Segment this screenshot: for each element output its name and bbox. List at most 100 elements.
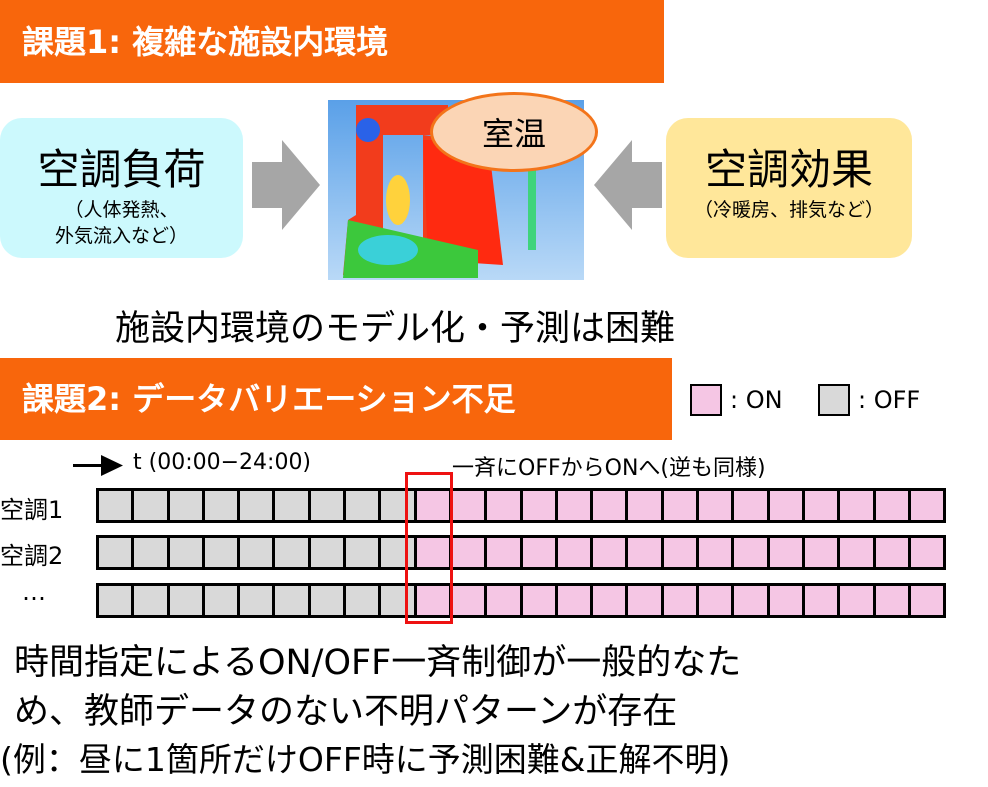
slot-off: [134, 538, 167, 567]
ac-load-sub2: 外気流入など）: [54, 225, 188, 247]
slot-on: [487, 538, 520, 567]
slot-off: [99, 538, 132, 567]
slot-on: [628, 586, 661, 615]
slot-on: [769, 586, 802, 615]
slot-on: [663, 491, 697, 520]
legend-on-swatch: [690, 384, 722, 416]
slot-on: [734, 538, 767, 567]
ac-effect-box: 空調効果 （冷暖房、排気など）: [666, 118, 912, 258]
slot-on: [910, 491, 944, 520]
slot-off: [240, 538, 273, 567]
slot-off: [240, 586, 273, 615]
slot-on: [804, 491, 838, 520]
slot-on: [416, 538, 449, 567]
schedule-row-ac2: [96, 535, 946, 570]
slot-off: [275, 538, 308, 567]
slot-on: [416, 586, 449, 615]
slot-off: [99, 586, 132, 615]
time-axis-label: t (00:00−24:00): [133, 450, 312, 475]
issue1-header: 課題1: 複雑な施設内環境: [0, 0, 664, 83]
slot-on: [910, 586, 944, 615]
conclusion-line1: 時間指定によるON/OFF一斉制御が一般的なた: [14, 643, 742, 683]
ac-load-sub1: （人体発熱、: [64, 199, 179, 221]
slot-on: [699, 586, 732, 615]
slot-off: [169, 538, 202, 567]
slot-off: [275, 491, 308, 520]
issue2-header: 課題2: データバリエーション不足: [0, 358, 672, 440]
switch-moment-highlight: [405, 472, 453, 624]
slot-on: [522, 491, 555, 520]
slot-on: [451, 538, 485, 567]
slot-off: [204, 491, 238, 520]
slot-on: [557, 491, 591, 520]
slot-off: [381, 538, 414, 567]
arrow-left-icon: [594, 140, 662, 230]
slot-on: [487, 586, 520, 615]
slot-on: [840, 491, 873, 520]
time-arrow-icon: [73, 455, 123, 476]
slot-on: [769, 491, 802, 520]
slot-on: [628, 538, 661, 567]
ac-load-title: 空調負荷: [37, 145, 206, 194]
slot-on: [840, 538, 873, 567]
slot-on: [557, 538, 591, 567]
slot-on: [663, 538, 697, 567]
slot-off: [275, 586, 308, 615]
slot-on: [699, 538, 732, 567]
slot-on: [734, 586, 767, 615]
room-temp-callout: 室温: [430, 92, 598, 172]
slot-on: [628, 491, 661, 520]
slot-on: [910, 538, 944, 567]
slot-on: [451, 491, 485, 520]
row-label-ac2: 空調2: [0, 542, 64, 570]
slot-on: [416, 491, 449, 520]
conclusion-line2: め、教師データのない不明パターンが存在: [14, 692, 678, 732]
legend-off-swatch: [818, 384, 850, 416]
ac-load-box: 空調負荷 （人体発熱、 外気流入など）: [0, 118, 243, 258]
arrow-right-icon: [252, 140, 320, 230]
slot-on: [451, 586, 485, 615]
row-label-ac1: 空調1: [0, 496, 64, 524]
slot-off: [346, 538, 379, 567]
slot-on: [769, 538, 802, 567]
slot-on: [875, 538, 908, 567]
schedule-row-ac1: [96, 488, 946, 523]
slot-off: [99, 491, 132, 520]
slot-on: [699, 491, 732, 520]
slot-off: [346, 586, 379, 615]
slot-off: [346, 491, 379, 520]
statement-modeling-difficult: 施設内環境のモデル化・予測は困難: [115, 309, 676, 349]
slot-on: [487, 491, 520, 520]
simultaneous-switch-note: 一斉にOFFからONへ(逆も同様): [452, 456, 766, 481]
slot-on: [593, 538, 626, 567]
slot-on: [557, 586, 591, 615]
slot-off: [134, 586, 167, 615]
row-label-more: …: [22, 578, 46, 606]
slot-on: [840, 586, 873, 615]
slot-on: [593, 491, 626, 520]
legend-on-label: : ON: [730, 386, 783, 414]
schedule-row-more: [96, 583, 946, 618]
slot-off: [381, 491, 414, 520]
slot-on: [875, 586, 908, 615]
slot-off: [204, 538, 238, 567]
slot-on: [663, 586, 697, 615]
slot-on: [804, 538, 838, 567]
ac-effect-title: 空調効果: [704, 145, 873, 194]
slot-on: [734, 491, 767, 520]
slot-off: [134, 491, 167, 520]
slot-off: [310, 586, 344, 615]
slot-off: [204, 586, 238, 615]
slot-off: [381, 586, 414, 615]
slot-on: [875, 491, 908, 520]
legend-off-label: : OFF: [858, 386, 921, 414]
slot-off: [169, 586, 202, 615]
slot-off: [240, 491, 273, 520]
slot-off: [169, 491, 202, 520]
slot-on: [522, 586, 555, 615]
slot-on: [804, 586, 838, 615]
slot-on: [593, 586, 626, 615]
ac-effect-sub: （冷暖房、排気など）: [693, 199, 884, 221]
slot-off: [310, 491, 344, 520]
